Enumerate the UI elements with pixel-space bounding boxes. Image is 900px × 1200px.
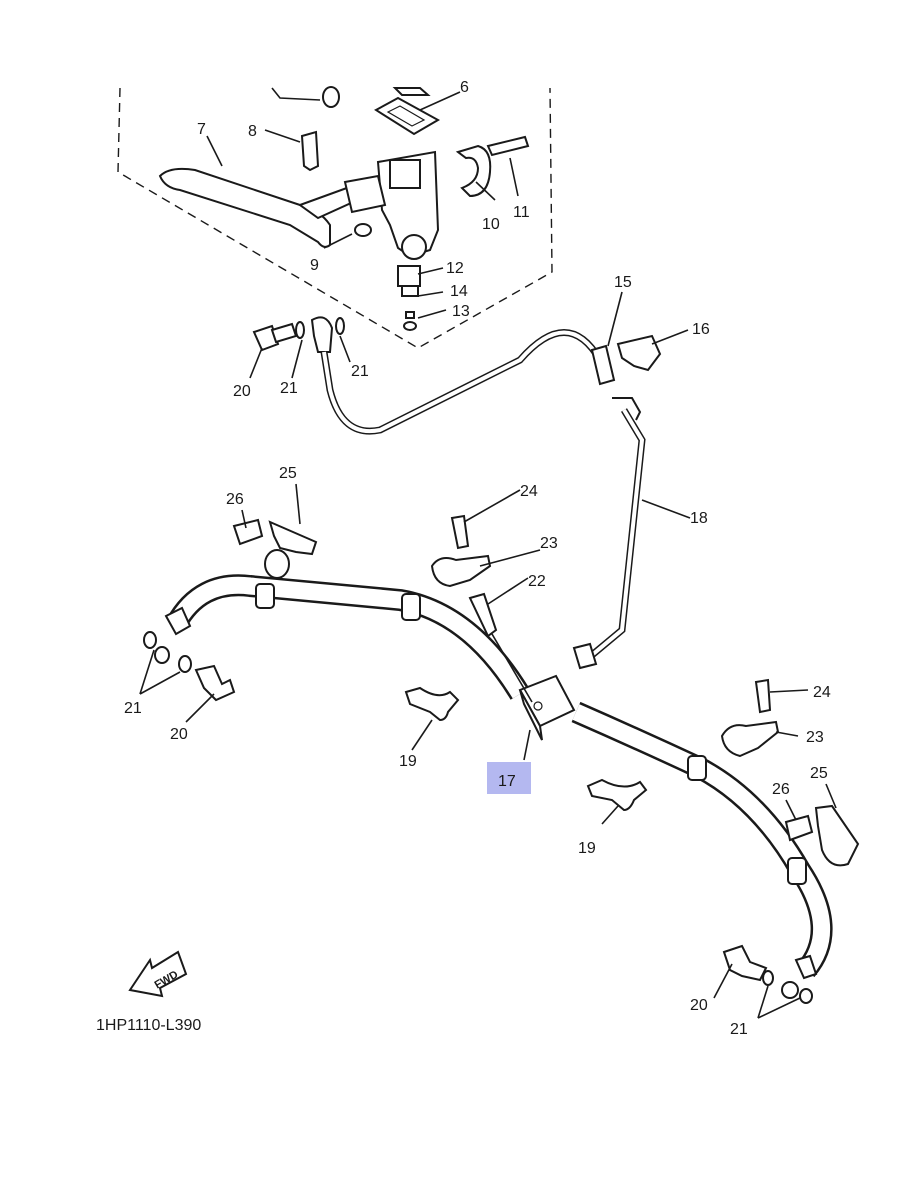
lower-clamp-bolt-part	[754, 678, 772, 714]
lower-hose-holder-part	[814, 804, 860, 867]
callout-20-left: 20	[170, 726, 188, 743]
brake-pipe	[584, 408, 645, 662]
callout-16: 16	[692, 321, 710, 338]
hose-joint-part	[590, 344, 616, 386]
upper-washer-part-2	[335, 317, 345, 335]
left-hose-grommet-1	[255, 583, 275, 609]
diagram-reference-code: 1HP1110-L390	[96, 1017, 201, 1034]
callout-21-upper-a: 21	[280, 380, 298, 397]
callout-24-lower: 24	[813, 684, 831, 701]
callout-18: 18	[690, 510, 708, 527]
brake-hose-upper	[322, 330, 610, 434]
upper-holder-ring	[264, 549, 290, 579]
callout-21-left: 21	[124, 700, 142, 717]
upper-union-bolt-part	[252, 322, 298, 352]
lever-pivot-bolt-part	[300, 130, 320, 172]
three-way-joint-part	[518, 674, 576, 741]
right-hose-grommet-1	[687, 755, 707, 781]
boot-part	[322, 86, 340, 108]
callout-23-upper: 23	[540, 535, 558, 552]
callout-22: 22	[528, 573, 546, 590]
lever-nut-part	[354, 223, 372, 237]
right-union-bolt-part	[722, 944, 768, 982]
reservoir-cap-part	[374, 87, 441, 136]
left-banjo	[154, 646, 170, 664]
upper-hose-holder-part	[268, 520, 318, 556]
callout-13: 13	[452, 303, 470, 320]
brake-switch-part	[397, 265, 421, 331]
callout-23-lower: 23	[806, 729, 824, 746]
right-washer-1	[762, 970, 774, 986]
callout-17: 17	[498, 773, 516, 790]
right-hose-grommet-2	[787, 857, 807, 885]
right-washer-2	[799, 988, 813, 1004]
callout-8: 8	[248, 123, 257, 140]
master-cylinder-holder-part	[455, 144, 492, 198]
upper-washer-part	[295, 321, 305, 339]
callout-labels: 6 7 8 9 10 11 12 13 14 15 16 17 18 19 19…	[124, 79, 831, 1038]
master-cylinder-assembly-boundary	[117, 87, 553, 349]
brake-lever-part	[158, 167, 364, 248]
right-hose-end-fitting	[794, 954, 818, 980]
callout-20-upper: 20	[233, 383, 251, 400]
upper-banjo-fitting-part	[310, 316, 334, 353]
upper-holder-bolt-part	[232, 518, 264, 546]
callout-7: 7	[197, 121, 206, 138]
right-brake-hose	[572, 704, 831, 976]
callout-21-right: 21	[730, 1021, 748, 1038]
hose-clamp-left-part	[404, 686, 460, 722]
hose-clamp-part	[616, 334, 662, 372]
holder-bolt-part	[486, 135, 530, 157]
pipe-fitting-bottom	[572, 642, 598, 670]
left-washer-2	[178, 655, 192, 673]
callout-11: 11	[513, 204, 530, 221]
callout-6: 6	[460, 79, 469, 96]
callout-12: 12	[446, 260, 464, 277]
left-hose-grommet-2	[401, 593, 421, 621]
upper-clamp-bolt-part	[450, 514, 470, 550]
upper-hose-clamp-part	[430, 554, 492, 588]
callout-17-highlight	[487, 762, 531, 794]
bolt-22-leader	[491, 633, 533, 703]
left-brake-hose	[168, 576, 528, 699]
joint-bolt-part	[468, 592, 498, 638]
leader-lines	[139, 87, 837, 1019]
callout-10: 10	[482, 216, 500, 233]
hose-clamp-right-part	[586, 778, 648, 812]
brake-hose-upper-outline	[320, 329, 612, 435]
callout-14: 14	[450, 283, 468, 300]
callout-24-upper: 24	[520, 483, 538, 500]
callout-26-upper: 26	[226, 491, 244, 508]
forward-direction-arrow-icon: FWD	[128, 950, 188, 998]
left-union-bolt-part	[194, 664, 236, 702]
master-cylinder-part	[343, 150, 440, 260]
callout-25-lower: 25	[810, 765, 828, 782]
left-hose-end-fitting	[164, 606, 192, 636]
callout-26-lower: 26	[772, 781, 790, 798]
callout-20-right: 20	[690, 997, 708, 1014]
left-washer-1	[143, 631, 157, 649]
callout-21-upper-b: 21	[351, 363, 369, 380]
lower-holder-bolt-part	[784, 814, 814, 842]
callout-19-left: 19	[399, 753, 417, 770]
callout-19-right: 19	[578, 840, 596, 857]
right-banjo	[781, 981, 799, 999]
callout-15: 15	[614, 274, 632, 291]
callout-25-upper: 25	[279, 465, 297, 482]
lower-hose-clamp-part	[720, 720, 780, 758]
callout-9: 9	[310, 257, 319, 274]
